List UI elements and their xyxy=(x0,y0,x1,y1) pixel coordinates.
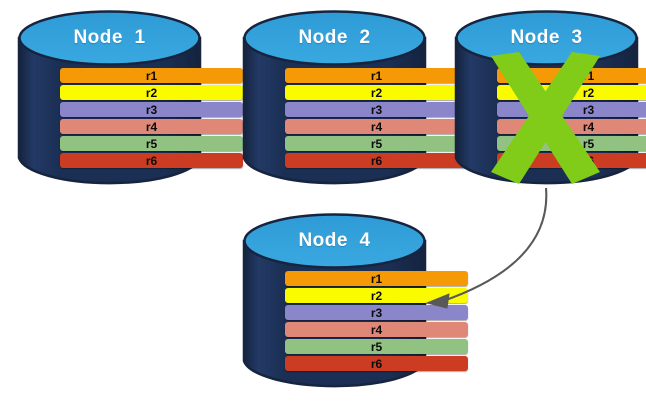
row-label: r1 xyxy=(370,271,383,286)
node-1-row-r2[interactable]: r2 xyxy=(60,85,243,100)
node-3-row-r2[interactable]: r2 xyxy=(497,85,646,100)
node-2-row-r4[interactable]: r4 xyxy=(285,119,468,134)
row-label: r3 xyxy=(370,305,383,320)
row-label: r4 xyxy=(582,119,595,134)
node-2[interactable]: Node 2 r1 r2 r3 r4 r5 r6 xyxy=(242,10,468,186)
row-label: r6 xyxy=(582,153,595,168)
node-3-row-r5[interactable]: r5 xyxy=(497,136,646,151)
row-label: r4 xyxy=(145,119,158,134)
row-label: r3 xyxy=(582,102,595,117)
row-label: r2 xyxy=(370,85,383,100)
row-label: r5 xyxy=(370,339,383,354)
row-label: r4 xyxy=(370,119,383,134)
node-3[interactable]: Node 3 r1 r2 r3 r4 r5 r6 xyxy=(454,10,646,186)
node-1-row-r4[interactable]: r4 xyxy=(60,119,243,134)
node-3-row-r1[interactable]: r1 xyxy=(497,68,646,83)
node-3-rows: r1 r2 r3 r4 r5 r6 xyxy=(455,68,646,168)
node-1[interactable]: Node 1 r1 r2 r3 r4 r5 r6 xyxy=(17,10,243,186)
row-label: r1 xyxy=(582,68,595,83)
node-4-row-r5[interactable]: r5 xyxy=(285,339,468,354)
row-label: r2 xyxy=(370,288,383,303)
node-3-row-r6[interactable]: r6 xyxy=(497,153,646,168)
cylinder-top xyxy=(243,10,426,66)
row-label: r6 xyxy=(370,356,383,371)
node-3-row-r4[interactable]: r4 xyxy=(497,119,646,134)
node-1-row-r5[interactable]: r5 xyxy=(60,136,243,151)
row-label: r5 xyxy=(582,136,595,151)
row-label: r2 xyxy=(145,85,158,100)
row-label: r1 xyxy=(145,68,158,83)
row-label: r4 xyxy=(370,322,383,337)
node-1-row-r1[interactable]: r1 xyxy=(60,68,243,83)
node-4[interactable]: Node 4 r1 r2 r3 r4 r5 r6 xyxy=(242,213,468,389)
node-3-row-r3[interactable]: r3 xyxy=(497,102,646,117)
cylinder-top xyxy=(243,213,426,269)
node-4-rows: r1 r2 r3 r4 r5 r6 xyxy=(243,271,510,371)
node-2-rows: r1 r2 r3 r4 r5 r6 xyxy=(243,68,510,168)
row-label: r5 xyxy=(145,136,158,151)
node-2-row-r5[interactable]: r5 xyxy=(285,136,468,151)
node-4-row-r1[interactable]: r1 xyxy=(285,271,468,286)
node-4-row-r2[interactable]: r2 xyxy=(285,288,468,303)
node-2-row-r6[interactable]: r6 xyxy=(285,153,468,168)
cylinder-top xyxy=(18,10,201,66)
node-2-row-r2[interactable]: r2 xyxy=(285,85,468,100)
node-2-row-r3[interactable]: r3 xyxy=(285,102,468,117)
cylinder-top xyxy=(455,10,638,66)
node-1-row-r6[interactable]: r6 xyxy=(60,153,243,168)
row-label: r1 xyxy=(370,68,383,83)
row-label: r3 xyxy=(370,102,383,117)
node-4-row-r4[interactable]: r4 xyxy=(285,322,468,337)
row-label: r5 xyxy=(370,136,383,151)
row-label: r3 xyxy=(145,102,158,117)
row-label: r6 xyxy=(145,153,158,168)
row-label: r2 xyxy=(582,85,595,100)
row-label: r6 xyxy=(370,153,383,168)
node-1-rows: r1 r2 r3 r4 r5 r6 xyxy=(18,68,285,168)
node-1-row-r3[interactable]: r3 xyxy=(60,102,243,117)
node-2-row-r1[interactable]: r1 xyxy=(285,68,468,83)
node-4-row-r3[interactable]: r3 xyxy=(285,305,468,320)
node-4-row-r6[interactable]: r6 xyxy=(285,356,468,371)
